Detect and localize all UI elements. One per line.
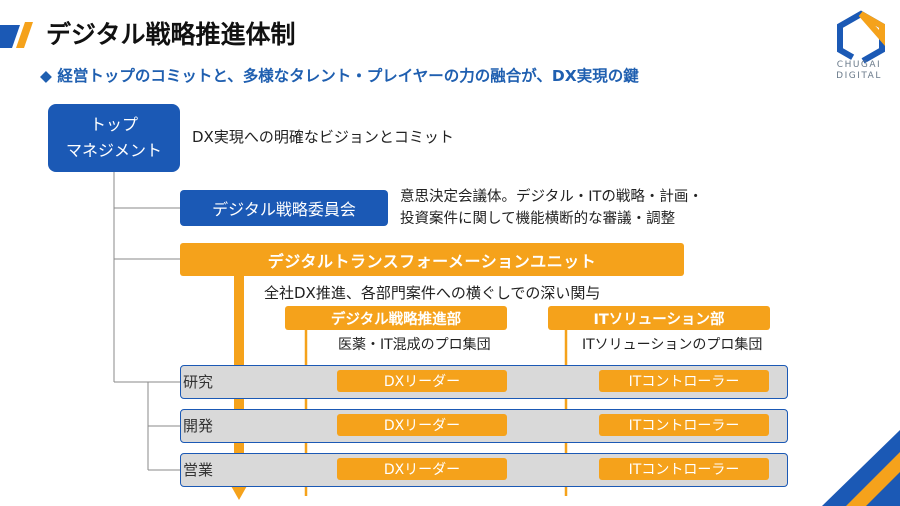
business-row-sales: 営業 DXリーダー ITコントローラー [180, 453, 788, 487]
business-row-label: 研究 [183, 373, 214, 391]
department-digital-strategy: デジタル戦略推進部 [285, 306, 507, 330]
it-controller-pill: ITコントローラー [599, 370, 769, 392]
committee-description-line1: 意思決定会議体。デジタル・ITの戦略・計画・ [400, 189, 703, 205]
chugai-digital-logo-icon [837, 10, 885, 66]
committee-description: 意思決定会議体。デジタル・ITの戦略・計画・ 投資案件に関して機能横断的な審議・… [400, 186, 703, 230]
department-digital-strategy-description: 医薬・IT混成のプロ集団 [338, 337, 491, 353]
committee-description-line2: 投資案件に関して機能横断的な審議・調整 [400, 211, 676, 227]
digital-strategy-committee-box: デジタル戦略委員会 [180, 190, 388, 226]
it-controller-pill: ITコントローラー [599, 414, 769, 436]
dx-leader-pill: DXリーダー [337, 370, 507, 392]
top-management-description: DX実現への明確なビジョンとコミット [192, 128, 454, 146]
logo-text-line2: DIGITAL [836, 71, 882, 81]
dx-leader-pill: DXリーダー [337, 458, 507, 480]
title-accent-mark [0, 22, 33, 48]
department-it-solution-description: ITソリューションのプロ集団 [582, 337, 763, 353]
business-row-research: 研究 DXリーダー ITコントローラー [180, 365, 788, 399]
logo-text: CHUGAI DIGITAL [826, 60, 892, 82]
it-controller-pill: ITコントローラー [599, 458, 769, 480]
dx-leader-pill: DXリーダー [337, 414, 507, 436]
dx-unit-description: 全社DX推進、各部門案件への横ぐしでの深い関与 [264, 284, 601, 302]
corner-decoration [822, 430, 900, 506]
top-management-line2: マネジメント [65, 141, 162, 160]
department-it-solution: ITソリューション部 [548, 306, 770, 330]
business-row-label: 開発 [183, 417, 214, 435]
business-row-development: 開発 DXリーダー ITコントローラー [180, 409, 788, 443]
business-row-label: 営業 [183, 461, 214, 479]
top-management-box: トップ マネジメント [48, 104, 180, 172]
logo-text-line1: CHUGAI [836, 60, 882, 70]
dx-unit-box: デジタルトランスフォーメーションユニット [180, 243, 684, 276]
page-subtitle: ◆ 経営トップのコミットと、多様なタレント・プレイヤーの力の融合が、DX実現の鍵 [40, 67, 639, 85]
top-management-line1: トップ [89, 115, 138, 134]
page-title: デジタル戦略推進体制 [46, 20, 296, 49]
